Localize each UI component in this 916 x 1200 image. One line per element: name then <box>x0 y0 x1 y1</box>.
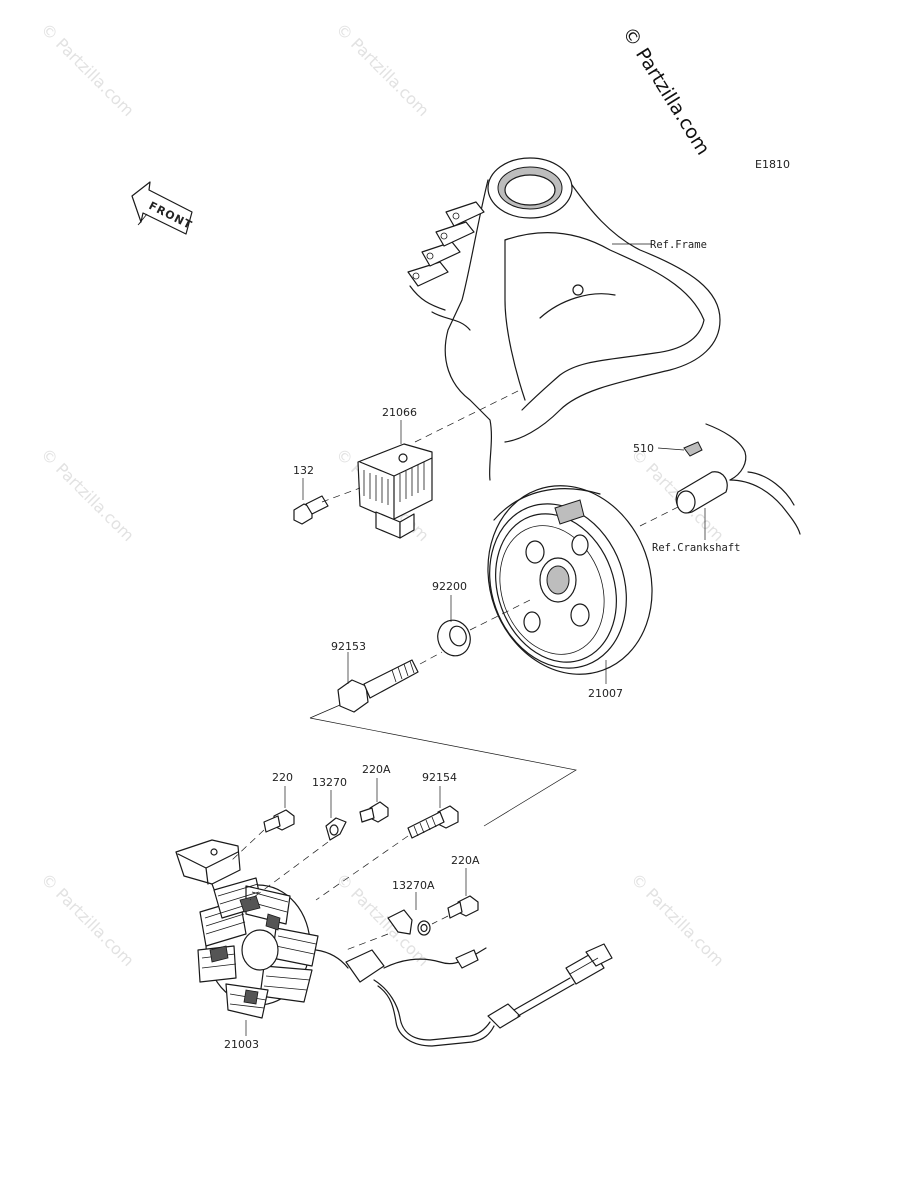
bolt-92153-drawing <box>337 651 443 713</box>
washer-92200-drawing <box>437 599 531 657</box>
crankshaft-dash <box>639 505 681 527</box>
part-label-21066: 21066 <box>382 406 417 419</box>
screw-220a-mid-drawing <box>431 895 479 925</box>
bolt-132-drawing <box>293 487 361 525</box>
copyright-text: © Partzilla.com <box>618 23 714 159</box>
ref-frame-label: Ref.Frame <box>650 239 707 251</box>
part-label-21003: 21003 <box>224 1038 259 1051</box>
part-label-13270: 13270 <box>312 776 347 789</box>
regulator-drawing <box>357 443 433 539</box>
screw-220-drawing <box>231 809 295 861</box>
part-label-220A-top: 220A <box>362 763 391 776</box>
leader-510 <box>657 447 685 451</box>
rotor-drawing <box>487 485 653 675</box>
screw-220a-top-drawing <box>359 801 389 823</box>
watermark: © Partzilla.com <box>37 19 138 120</box>
part-label-13270A: 13270A <box>392 879 435 892</box>
watermark: © Partzilla.com <box>627 869 728 970</box>
part-label-92200: 92200 <box>432 580 467 593</box>
frame-drawing <box>407 157 721 481</box>
crankshaft-drawing <box>675 423 801 535</box>
part-label-92153: 92153 <box>331 640 366 653</box>
group-line <box>309 704 341 719</box>
clamp-13270-drawing <box>249 817 347 901</box>
part-label-21007: 21007 <box>588 687 623 700</box>
watermark: © Partzilla.com <box>332 19 433 120</box>
group-line <box>309 717 577 827</box>
frame-mount-tabs <box>407 201 485 331</box>
bolt-92154-drawing <box>315 805 459 901</box>
part-label-510: 510 <box>633 442 654 455</box>
watermark: © Partzilla.com <box>37 444 138 545</box>
watermark: © Partzilla.com <box>37 869 138 970</box>
part-label-132: 132 <box>293 464 314 477</box>
clamp-13270a-drawing <box>345 909 431 951</box>
part-label-220: 220 <box>272 771 293 784</box>
stator-drawing <box>175 839 613 1047</box>
regulator-mount-dash <box>414 389 521 443</box>
part-label-220A-mid: 220A <box>451 854 480 867</box>
front-arrow-icon: FRONT <box>131 181 194 235</box>
diagram-code: E1810 <box>755 158 790 171</box>
ref-crankshaft-label: Ref.Crankshaft <box>652 542 741 554</box>
part-label-92154: 92154 <box>422 771 457 784</box>
